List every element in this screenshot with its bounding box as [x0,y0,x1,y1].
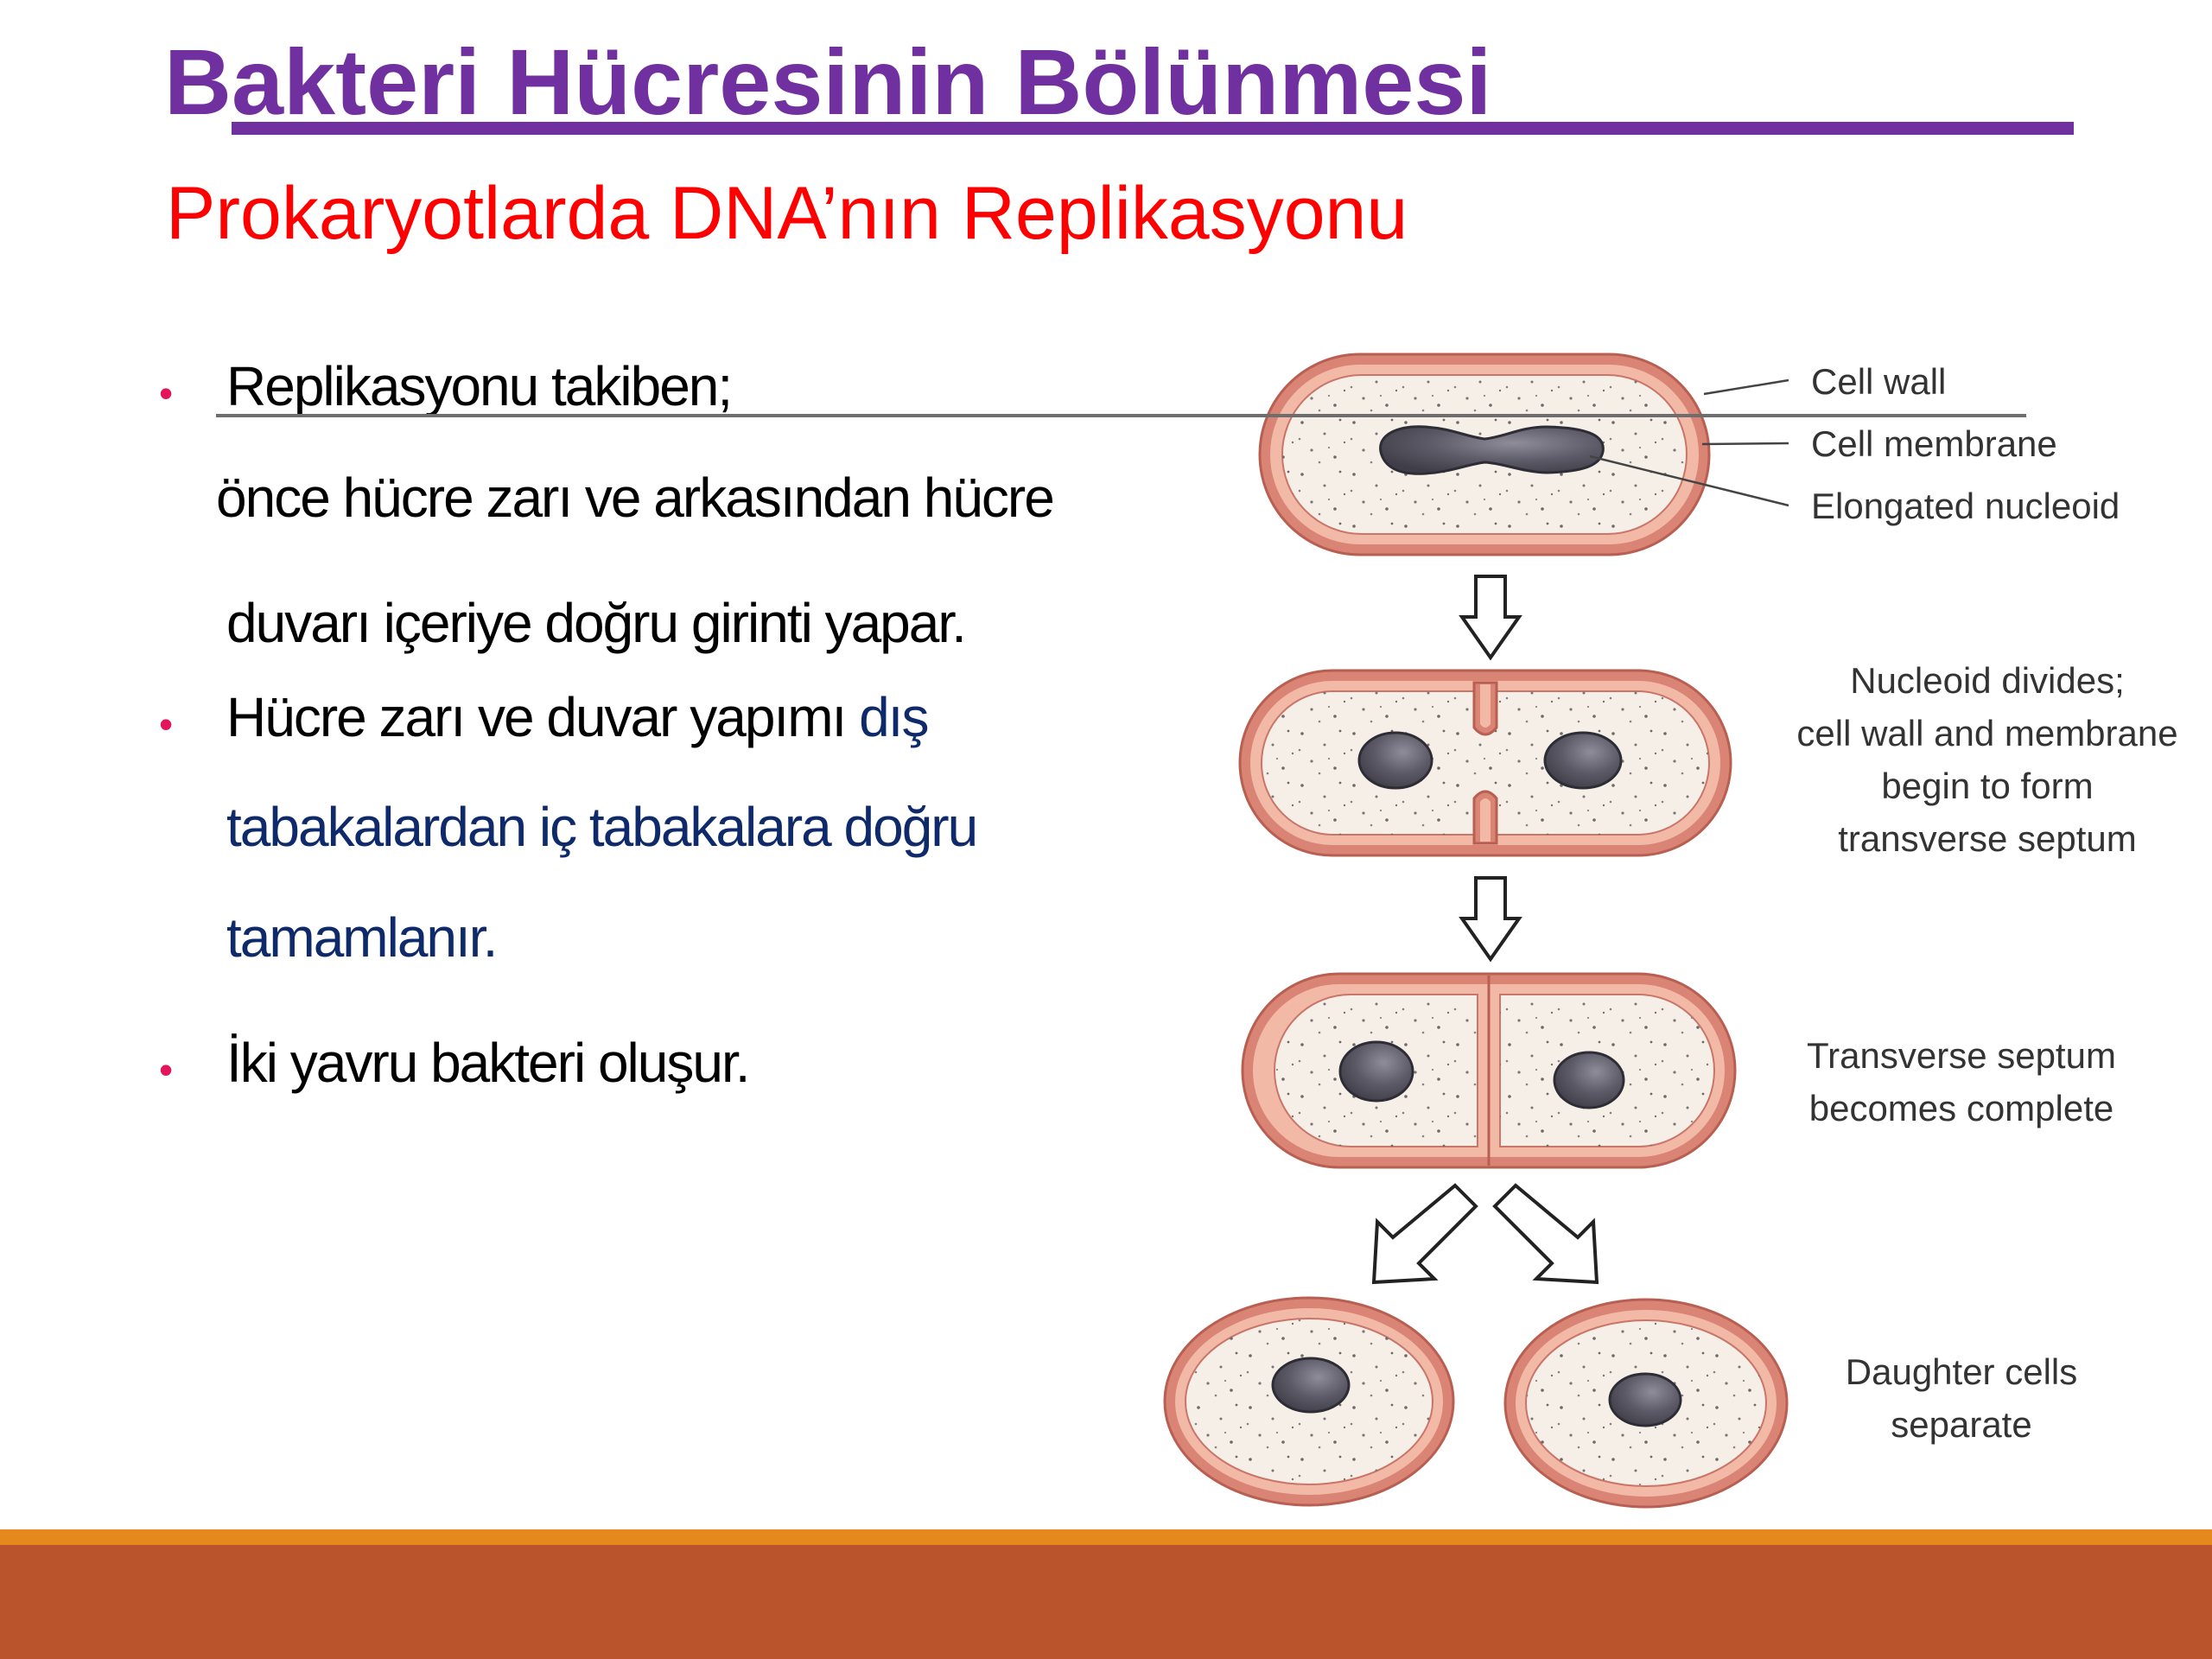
nucleoid-right [1543,731,1623,790]
daughter-cell-left [1163,1296,1455,1507]
label-step-4: Daughter cells separate [1797,1346,2126,1452]
label-cell-membrane: Cell membrane [1811,423,2057,464]
daughter-cell-right [1503,1298,1789,1509]
label-step-2-line: Nucleoid divides; [1850,660,2125,701]
cell-stage-3 [1241,972,1737,1169]
bullet-1-line-3: duvarı içeriye doğru girinti yapar. [226,592,967,654]
title-underline [232,122,2074,135]
slide-title: Bakteri Hücresinin Bölünmesi [164,29,1492,134]
footer-band [0,1545,2212,1659]
horizontal-rule [216,414,2026,417]
bullet-2-text-blue: dış [859,686,929,748]
hollow-diagonal-arrow-icon [1492,1183,1599,1285]
bullet-dot: • [159,371,174,416]
nucleoid-left [1357,731,1433,790]
bullet-dot: • [159,702,174,747]
label-cell-wall: Cell wall [1811,361,1947,402]
label-step-2-line: transverse septum [1838,817,2137,859]
elongated-nucleoid [1379,425,1605,475]
label-step-3-line: becomes complete [1808,1087,2114,1128]
bullet-2-line-3: tamamlanır. [226,906,498,969]
nucleoid-right [1553,1051,1625,1109]
cell-stage-1 [1258,353,1789,556]
bullet-1-line-2: önce hücre zarı ve arkasından hücre [216,467,1055,529]
slide-subtitle: Prokaryotlarda DNA’nın Replikasyonu [166,172,1408,255]
nucleoid-left [1338,1040,1414,1103]
label-step-3: Transverse septum becomes complete [1780,1030,2143,1135]
label-step-4-line: separate [1891,1403,2032,1445]
bullet-dot: • [159,1047,174,1092]
label-elongated-nucleoid: Elongated nucleoid [1811,486,2120,526]
cell-stage-2 [1238,669,1732,857]
hollow-diagonal-arrow-icon [1371,1183,1478,1285]
hollow-down-arrow-icon [1459,575,1522,661]
bullet-3-line-1: İki yavru bakteri oluşur. [226,1032,750,1094]
hollow-down-arrow-icon [1459,876,1522,963]
bullet-2-text-black: Hücre zarı ve duvar yapımı [226,686,847,748]
label-step-3-line: Transverse septum [1807,1035,2116,1076]
bullet-2-line-1: Hücre zarı ve duvar yapımı dış [226,686,929,748]
label-step-2: Nucleoid divides; cell wall and membrane… [1780,655,2195,866]
footer-accent-line [0,1529,2212,1545]
label-step-2-line: begin to form [1881,765,2094,806]
label-step-2-line: cell wall and membrane [1796,712,2178,753]
nucleoid [1608,1372,1682,1427]
nucleoid [1271,1357,1351,1414]
bullet-1-line-1: Replikasyonu takiben; [226,355,733,417]
label-step-4-line: Daughter cells [1845,1351,2078,1392]
bullet-2-line-2: tabakalardan iç tabakalara doğru [226,796,978,858]
